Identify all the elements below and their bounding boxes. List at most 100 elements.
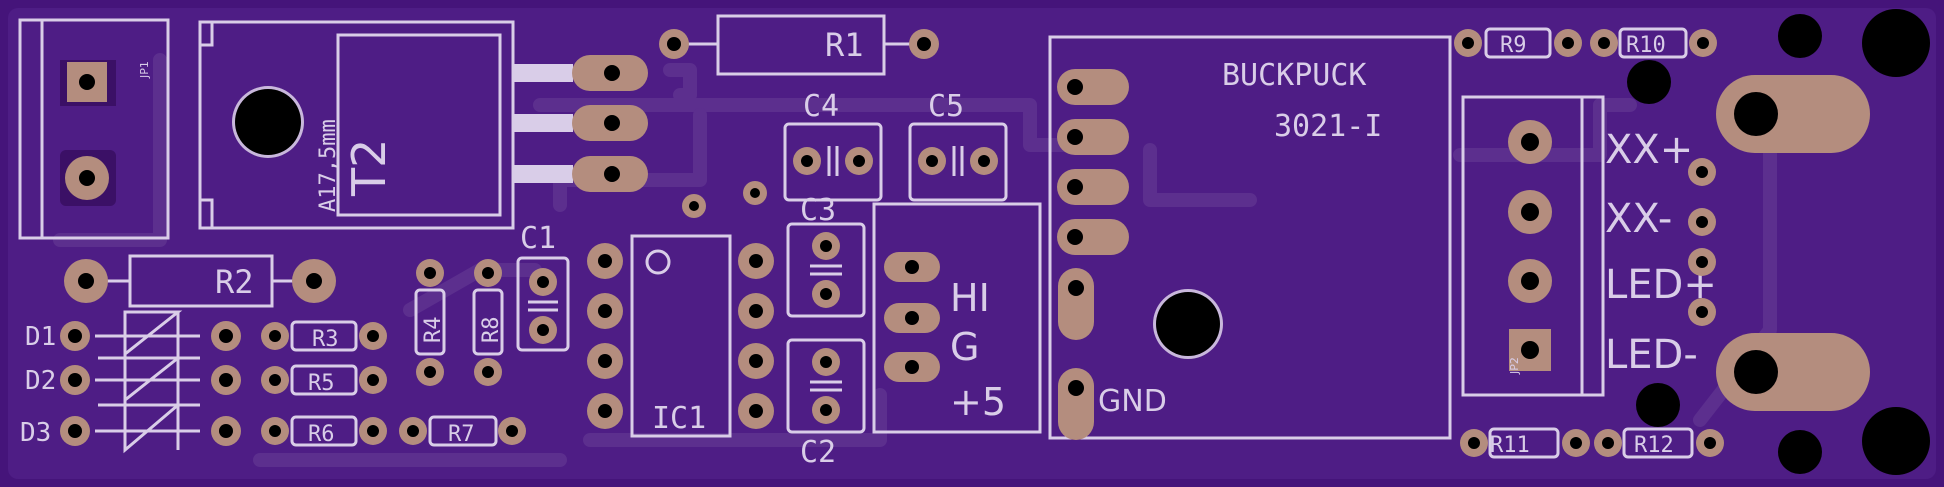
r11-body (1488, 427, 1560, 459)
r8-label: R8 (479, 317, 504, 344)
r5-label: R5 (308, 371, 335, 396)
r9-resistor: R9 (1454, 27, 1582, 59)
buckpuck-drill (1067, 229, 1083, 245)
output-terminals: XX+ XX- LED+ LED- (1605, 127, 1717, 378)
d1-drill (219, 329, 233, 343)
r3-label: R3 (312, 327, 339, 352)
ic1-drill (598, 304, 612, 318)
xx-plus-drill (1696, 166, 1708, 178)
r3-resistor: R3 (261, 320, 387, 352)
r10-drill (1598, 37, 1610, 49)
r5-drill (269, 374, 281, 386)
mounting-hole (1778, 14, 1822, 58)
r2-label: R2 (215, 263, 254, 301)
trace (1143, 143, 1257, 207)
power-slot-drill (1734, 350, 1778, 394)
xx-plus-label: XX+ (1605, 127, 1693, 173)
r6-label: R6 (308, 422, 335, 447)
t2-size-label: A17,5mm (316, 119, 341, 212)
trace (663, 63, 697, 102)
c2-capacitor: C2 (786, 338, 866, 470)
ic1-label: IC1 (652, 401, 706, 436)
r2-drill (306, 273, 322, 289)
c2-label: C2 (800, 435, 836, 470)
c2-drill (820, 356, 832, 368)
r7-resistor: R7 (399, 415, 526, 447)
d2-label: D2 (25, 366, 56, 396)
hi-g-5v-header: HI G +5 (872, 202, 1042, 434)
r2-resistor: R2 (64, 254, 336, 308)
r6-resistor: R6 (261, 415, 387, 447)
c5-capacitor: C5 (908, 89, 1008, 202)
r8-drill (482, 366, 494, 378)
led-diodes: D1 D2 D3 (20, 310, 241, 454)
r5-body (290, 364, 358, 396)
c5-drill (978, 155, 990, 167)
xx-minus-drill (1696, 216, 1708, 228)
gnd-pad[interactable] (1058, 368, 1094, 440)
buckpuck-mount-hole (1156, 292, 1220, 356)
ic1-drill (749, 404, 763, 418)
g-drill (905, 311, 919, 325)
t2-lead (513, 165, 573, 183)
t2-outline (198, 20, 515, 230)
r5-resistor: R5 (261, 364, 387, 396)
ic1-drill (749, 354, 763, 368)
r12-resistor: R12 (1594, 427, 1724, 459)
r9-label: R9 (1500, 33, 1527, 58)
jp2-connector: JP2 (1461, 95, 1605, 397)
trace (583, 388, 887, 447)
r7-body (428, 415, 498, 447)
t2-label: T2 (342, 139, 396, 197)
r9-drill (1562, 37, 1574, 49)
r11-drill (1570, 437, 1582, 449)
header-outline (872, 202, 1042, 434)
jp1-connector: JP1 (18, 18, 170, 240)
mounting-hole (1862, 407, 1930, 475)
buckpuck-model-label: 3021-I (1274, 109, 1382, 144)
r7-drill (506, 425, 518, 437)
buckpuck-pad[interactable] (1057, 219, 1129, 255)
d1-label: D1 (25, 322, 56, 352)
diode-bars (123, 312, 180, 450)
plus5-drill (905, 360, 919, 374)
t2-mounting-hole (235, 89, 301, 155)
buckpuck-pad[interactable] (1057, 119, 1129, 155)
t2-transistor: A17,5mm T2 (198, 20, 648, 230)
r12-body (1622, 427, 1694, 459)
c4-drill (801, 155, 813, 167)
r1-body (716, 14, 886, 76)
r7-drill (407, 425, 419, 437)
t2-body (336, 33, 502, 217)
buckpuck-drill (1067, 129, 1083, 145)
xx-minus-label: XX- (1605, 196, 1672, 242)
jp2-drill (1521, 272, 1539, 290)
c3-drill (820, 240, 832, 252)
r12-drill (1602, 437, 1614, 449)
plus5-label: +5 (950, 380, 1006, 424)
d3-label: D3 (20, 418, 51, 448)
jp2-drill (1521, 341, 1539, 359)
c4-capacitor: C4 (783, 89, 883, 202)
buckpuck-label: BUCKPUCK (1222, 58, 1367, 93)
d3-drill (68, 424, 82, 438)
t2-lead (513, 114, 573, 132)
mounting-hole (1862, 9, 1930, 77)
buckpuck-pad[interactable] (1057, 69, 1129, 105)
r10-drill (1697, 37, 1709, 49)
d2-drill (68, 373, 82, 387)
ic1-drill (749, 304, 763, 318)
r11-resistor: R11 (1460, 427, 1590, 459)
c4-drill (853, 155, 865, 167)
ic1-outline (630, 234, 732, 438)
led-plus-drill (1696, 256, 1708, 268)
buckpuck-pad[interactable] (1057, 169, 1129, 205)
ic1-pin1-marker (645, 249, 671, 275)
buckpuck-drill (1067, 79, 1083, 95)
r3-drill (367, 330, 379, 342)
buckpuck-pad[interactable] (1058, 268, 1094, 340)
c3-outline (786, 222, 866, 318)
r6-body (290, 415, 358, 447)
r8-drill (482, 267, 494, 279)
c4-outline (783, 122, 883, 202)
